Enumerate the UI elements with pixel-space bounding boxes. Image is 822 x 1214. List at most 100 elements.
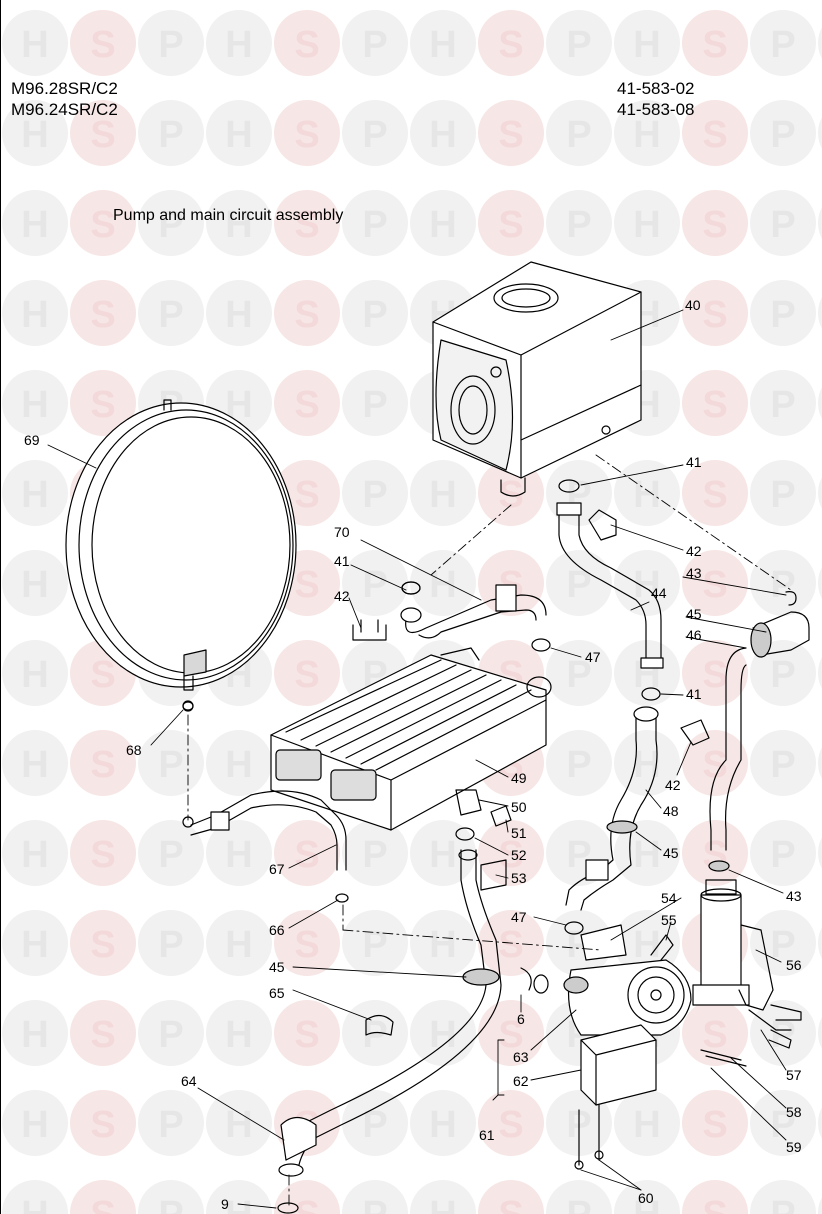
watermark-letter: S (90, 114, 115, 156)
watermark-letter: S (90, 744, 115, 786)
callout-49: 49 (511, 770, 527, 786)
watermark-letter: P (566, 204, 591, 246)
pump-part (563, 924, 692, 1106)
watermark-letter: P (770, 1014, 795, 1056)
watermark-circle (274, 820, 340, 886)
callout-50: 50 (511, 799, 527, 815)
callout-41: 41 (686, 454, 702, 470)
watermark-circle (682, 370, 748, 436)
watermark-circle (682, 460, 748, 526)
watermark-letter: P (158, 1014, 183, 1056)
watermark-circle (478, 100, 544, 166)
watermark-circle (818, 837, 822, 869)
watermark-circle (274, 10, 340, 76)
watermark-circle (546, 640, 612, 706)
watermark-circle (138, 190, 204, 256)
watermark-circle (2, 100, 68, 166)
watermark-letter: S (90, 1194, 115, 1214)
watermark-circle (818, 657, 822, 689)
watermark-circle (2, 1090, 68, 1156)
callout-55: 55 (661, 912, 677, 928)
watermark-circle (410, 460, 476, 526)
watermark-letter: P (770, 744, 795, 786)
watermark-circle (342, 10, 408, 76)
watermark-letter: S (90, 1104, 115, 1146)
watermark-circle (274, 100, 340, 166)
callout-62: 62 (513, 1073, 529, 1089)
watermark-letter: H (633, 834, 660, 876)
watermark-letter: S (294, 1014, 319, 1056)
watermark-circle (138, 1000, 204, 1066)
watermark-letter: P (158, 114, 183, 156)
watermark-circle (682, 1090, 748, 1156)
watermark-letter: H (633, 924, 660, 966)
watermark-circle (410, 1000, 476, 1066)
watermark-letter: P (362, 924, 387, 966)
watermark-letter: S (498, 924, 523, 966)
callout-66: 66 (269, 922, 285, 938)
watermark-letter: S (702, 24, 727, 66)
watermark-circle (546, 730, 612, 796)
watermark-circle (614, 10, 680, 76)
watermark-letter: P (362, 1194, 387, 1214)
watermark-circle (410, 820, 476, 886)
watermark-letter: P (158, 204, 183, 246)
watermark-letter: P (158, 924, 183, 966)
assembly-lines (187, 454, 792, 1206)
watermark-letter: S (90, 384, 115, 426)
watermark-circle (2, 370, 68, 436)
watermark-letter: H (21, 204, 48, 246)
callout-42: 42 (665, 777, 681, 793)
watermark-circle (546, 550, 612, 616)
callout-61: 61 (479, 1127, 495, 1143)
callout-57: 57 (786, 1067, 802, 1083)
watermark-circle (750, 640, 816, 706)
watermark-circle (818, 117, 822, 149)
callout-45: 45 (663, 845, 679, 861)
watermark-circle (478, 190, 544, 256)
watermark-letter: S (294, 24, 319, 66)
flow-pipe-part (352, 581, 551, 652)
watermark-letter: S (294, 204, 319, 246)
watermark-circle (2, 280, 68, 346)
watermark-circle (274, 640, 340, 706)
callout-42: 42 (334, 588, 350, 604)
watermark-letter: P (770, 1104, 795, 1146)
watermark-letter: P (566, 744, 591, 786)
watermark-circle (342, 190, 408, 256)
watermark-letter: H (429, 834, 456, 876)
watermark-letter: S (294, 294, 319, 336)
watermark-letter: H (429, 114, 456, 156)
callout-9: 9 (221, 1196, 229, 1212)
watermark-letter: S (498, 24, 523, 66)
watermark-circle (682, 1000, 748, 1066)
watermark-circle (206, 1090, 272, 1156)
watermark-letter: H (21, 654, 48, 696)
watermark-circle (750, 100, 816, 166)
watermark-letter: H (21, 1014, 48, 1056)
callout-45: 45 (269, 959, 285, 975)
watermark-circle (70, 370, 136, 436)
callout-56: 56 (786, 957, 802, 973)
watermark-letter: P (566, 654, 591, 696)
watermark-letter: S (90, 924, 115, 966)
heat-exchanger-part (270, 647, 552, 831)
watermark-letter: S (498, 1194, 523, 1214)
watermark-circle (342, 1180, 408, 1214)
watermark-circle (274, 1000, 340, 1066)
watermark-circle (750, 1090, 816, 1156)
watermark-letter: H (21, 924, 48, 966)
watermark-circle (614, 100, 680, 166)
watermark-letter: H (225, 204, 252, 246)
watermark-letter: S (90, 294, 115, 336)
watermark-circle (70, 910, 136, 976)
watermark-letter: P (566, 564, 591, 606)
watermark-circle (614, 640, 680, 706)
watermark-letter: S (294, 654, 319, 696)
watermark-letter: S (702, 654, 727, 696)
watermark-letter: S (90, 204, 115, 246)
watermark-circle (342, 910, 408, 976)
watermark-circle (342, 370, 408, 436)
watermark-circle (818, 1107, 822, 1139)
watermark-letter: S (702, 1014, 727, 1056)
